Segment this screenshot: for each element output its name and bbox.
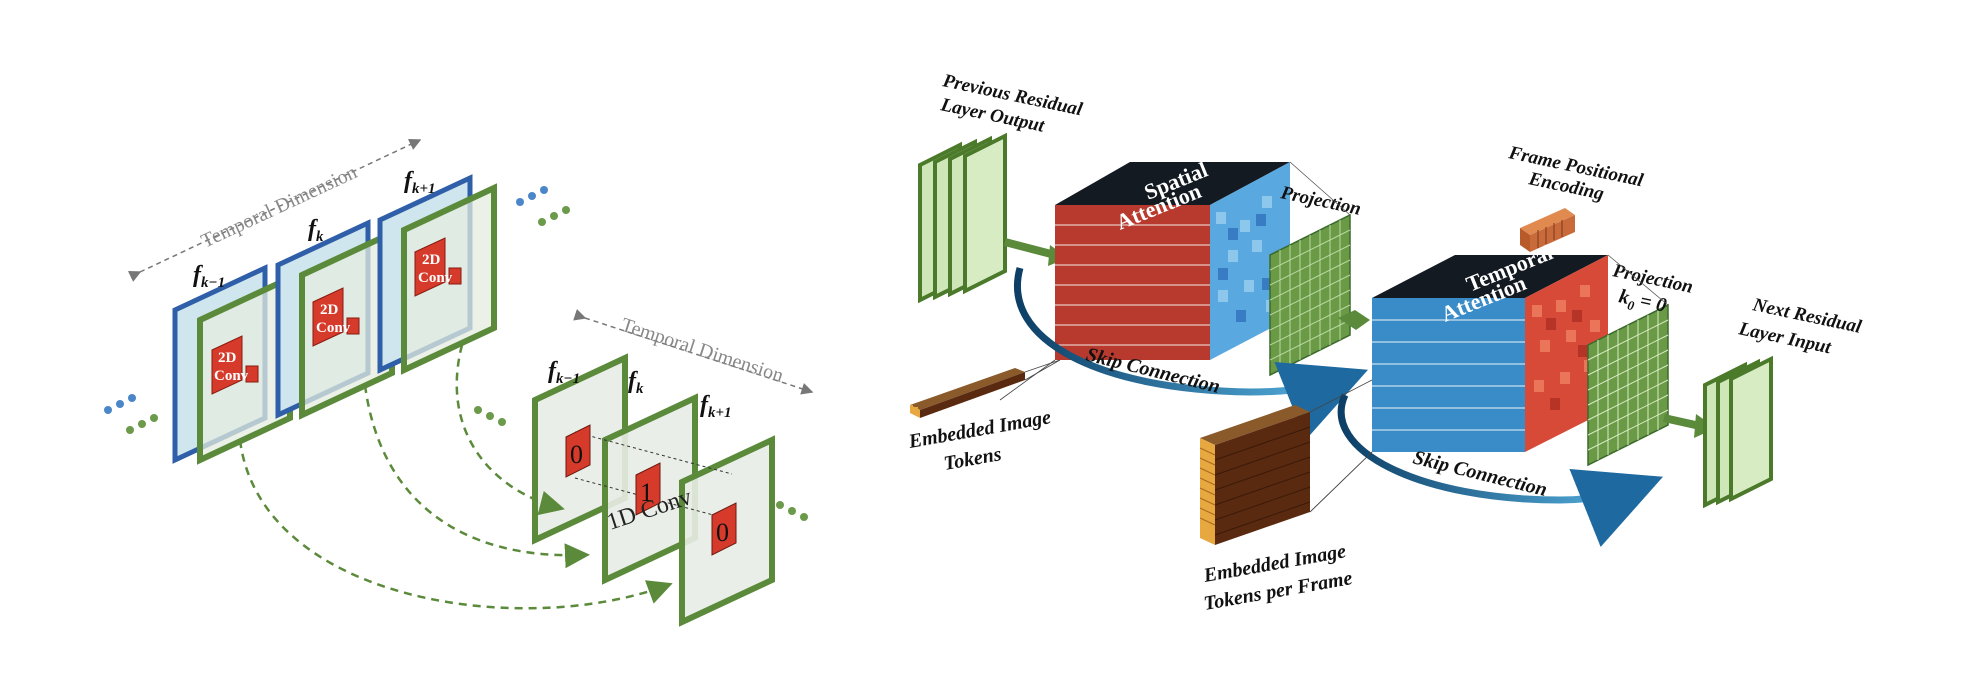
frame-label-k: fk [308, 216, 324, 245]
projection-grid-2 [1587, 303, 1669, 467]
conv1d-frames: 0 1 0 1D Conv [532, 353, 775, 627]
embedded-tokens-label-l2: Tokens [942, 443, 1003, 475]
previous-residual-stack [918, 132, 1007, 304]
right-panel: Previous Residual Layer Output [906, 70, 1864, 615]
conv2d-label-kminus1-l2: Conv [214, 368, 249, 384]
mapping-arrow-kminus1 [238, 439, 673, 610]
temporal-attention-block: Temporal Attention [1372, 239, 1608, 452]
ellipsis-dots-right [516, 186, 570, 226]
embedded-tokens-block [910, 359, 1061, 418]
conv2d-label-k-l1: 2D [320, 302, 339, 318]
next-residual-arrow [1663, 414, 1701, 430]
conv2d-label-kminus1-l1: 2D [218, 350, 237, 366]
left-panel: Temporal Dimension 2D Conv fk−1 2D [104, 139, 814, 627]
frame-label-bottom-k: fk [628, 368, 644, 397]
frame-k: 2D Conv [275, 219, 395, 420]
skip-connection-arrow-2 [1337, 393, 1663, 547]
frame-label-kplus1: fk+1 [404, 168, 436, 197]
kernel-value-1: 1 [640, 478, 653, 507]
skip-connection-arrow-1 [1014, 267, 1368, 440]
spatial-attention-block: Spatial Attention [1055, 157, 1290, 360]
temporal-dimension-arrow-top [127, 139, 422, 282]
frame-positional-encoding-block [1520, 208, 1575, 252]
frame-kplus1: 2D Conv [377, 174, 497, 375]
conv2d-label-kplus1-l1: 2D [422, 252, 441, 268]
next-residual-stack [1703, 355, 1773, 509]
mapping-arrow-kplus1 [455, 344, 565, 516]
kernel-value-0: 0 [570, 440, 583, 469]
previous-residual-arrow [1003, 238, 1057, 259]
frame-label-bottom-kminus1: fk−1 [548, 358, 580, 387]
mapping-arrow-k [363, 384, 590, 569]
ellipsis-dots-mid [474, 406, 808, 521]
temporal-dimension-arrow-bottom [573, 309, 814, 395]
projection-grid-1 [1269, 213, 1351, 377]
frame-label-kminus1: fk−1 [193, 262, 225, 291]
kernel-value-2: 0 [716, 518, 729, 547]
frame-label-bottom-kplus1: fk+1 [700, 392, 732, 421]
embedded-tokens-per-frame-block [1199, 379, 1373, 545]
conv2d-label-kplus1-l2: Conv [418, 270, 453, 286]
conv2d-label-k-l2: Conv [316, 320, 351, 336]
projection-label-1: Projection [1278, 182, 1363, 220]
frame-kminus1: 2D Conv [172, 264, 293, 465]
ellipsis-dots-left [104, 394, 158, 434]
temporal-dimension-label-bottom: Temporal Dimension [618, 314, 786, 387]
